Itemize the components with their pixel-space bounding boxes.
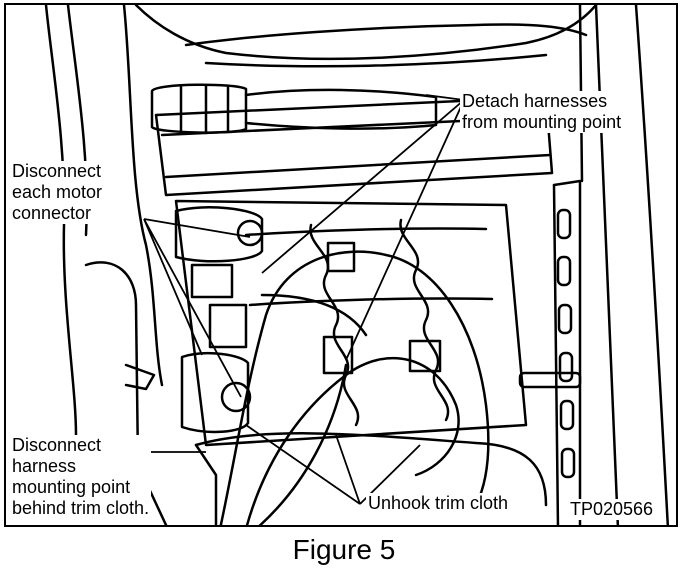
top-motor bbox=[150, 83, 248, 134]
spring-wire bbox=[309, 223, 360, 427]
callout-detach-line-2: from mounting point bbox=[462, 112, 622, 132]
motor-lower bbox=[180, 351, 250, 434]
callout-motor-line-1: Disconnect bbox=[12, 161, 102, 181]
seat-panel bbox=[174, 199, 528, 447]
motor-upper bbox=[174, 206, 264, 263]
callout-disconnect-motor: Disconnect each motor connector bbox=[10, 161, 105, 224]
callout-detach-line-1: Detach harnesses bbox=[462, 91, 608, 111]
seat-frame-illustration bbox=[44, 5, 670, 525]
leader-motor bbox=[143, 218, 251, 398]
callout-disconnect-harness: Disconnect harness mounting point behind… bbox=[10, 435, 152, 519]
callout-detach-harnesses: Detach harnesses from mounting point bbox=[460, 91, 624, 133]
figure-frame: Detach harnesses from mounting point Dis… bbox=[4, 3, 678, 527]
callout-motor-line-3: connector bbox=[12, 203, 92, 223]
callout-unhook-trim: Unhook trim cloth bbox=[366, 493, 511, 514]
callout-harness-line-2: harness bbox=[12, 456, 77, 476]
callout-harness-line-3: mounting point bbox=[12, 477, 131, 497]
seat-pan-edge bbox=[194, 432, 548, 507]
callout-harness-line-1: Disconnect bbox=[12, 435, 102, 455]
seat-back-outline-left bbox=[44, 5, 78, 437]
callout-motor-line-2: each motor bbox=[12, 182, 103, 202]
callout-harness-line-4: behind trim cloth. bbox=[12, 498, 150, 518]
figure-caption: Figure 5 bbox=[292, 534, 396, 565]
upper-crossbar bbox=[154, 95, 554, 197]
part-number: TP020566 bbox=[568, 499, 656, 520]
harness-cable bbox=[219, 250, 490, 525]
headrest-cushion bbox=[134, 5, 598, 61]
leader-detach bbox=[261, 94, 465, 361]
right-rail bbox=[552, 179, 582, 525]
